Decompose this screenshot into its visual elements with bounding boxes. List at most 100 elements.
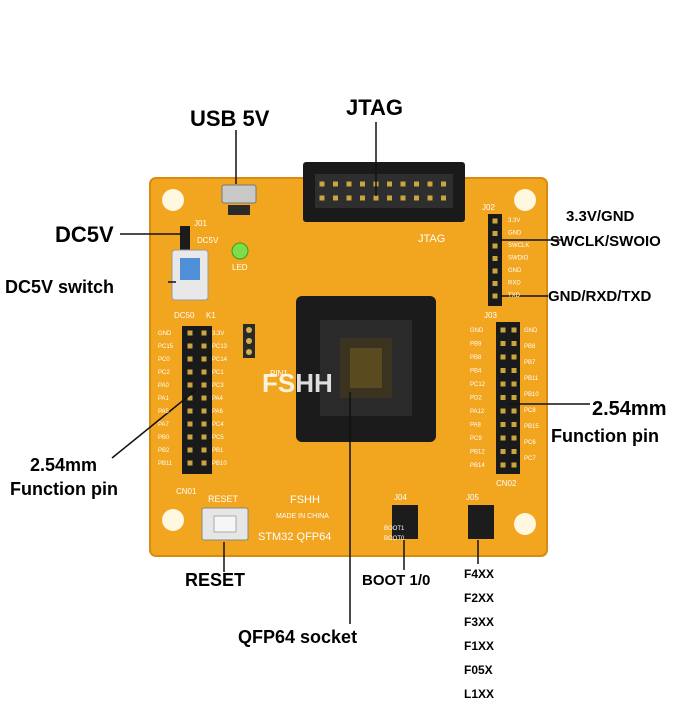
mounting-hole — [162, 509, 184, 531]
silk-pin-label: PA7 — [158, 422, 170, 428]
silk-pin-label: PB7 — [524, 360, 536, 366]
header-pin — [187, 421, 193, 427]
silk-pin-label: PA5 — [158, 409, 170, 415]
header-pin — [319, 195, 325, 201]
header-pin — [511, 408, 517, 414]
header-pin — [500, 327, 506, 333]
silk-boot1: BOOT1 — [384, 526, 405, 532]
header-pin — [427, 195, 433, 201]
header-pin — [511, 354, 517, 360]
silk-pin-label: RXD — [508, 281, 521, 287]
header-pin — [201, 330, 207, 336]
header-pin — [201, 408, 207, 414]
header-pin — [492, 268, 498, 274]
boot-jumper — [392, 505, 418, 539]
header-pin — [441, 195, 446, 201]
silk-pin-label: PB1 — [212, 448, 224, 454]
header-pin — [333, 195, 338, 201]
header-pin — [360, 195, 365, 201]
header-pin — [187, 434, 193, 440]
callout-left-pitch: 2.54mm — [30, 455, 98, 475]
header-pin — [201, 421, 207, 427]
silk-pin-label: GND — [470, 328, 484, 334]
silk-model: STM32 QFP64 — [258, 531, 331, 543]
header-pin — [414, 181, 419, 187]
series-item: F3XX — [464, 615, 495, 629]
silk-pin-label: PB2 — [158, 448, 170, 454]
header-pin — [500, 368, 506, 373]
silk-pin-label: PC2 — [158, 370, 170, 376]
silk-pin-label: PC4 — [212, 422, 224, 428]
silk-made: MADE IN CHINA — [276, 513, 329, 520]
header-pin — [187, 460, 193, 466]
silk-pin-label: PB9 — [470, 342, 482, 348]
header-pin — [492, 281, 498, 286]
header-pin — [500, 422, 506, 427]
header-pin — [201, 460, 207, 466]
header-pin — [387, 195, 392, 201]
header-pin — [511, 381, 517, 387]
callout-dc5v-switch: DC5V switch — [5, 277, 115, 297]
silk-pin-label: PA4 — [212, 396, 224, 402]
silk-cn01: CN01 — [176, 487, 197, 496]
silk-pin-label: PB11 — [158, 461, 173, 467]
silk-pin-label: PA1 — [158, 396, 170, 402]
header-pin — [500, 341, 506, 346]
silk-pin-label: PB11 — [524, 376, 539, 382]
dc5v-jumper — [180, 226, 190, 252]
silk-pin-label: PA8 — [470, 423, 482, 429]
header-pin — [492, 256, 498, 261]
silk-pin-label: PC0 — [158, 357, 170, 363]
header-pin — [187, 369, 193, 375]
silk-pin-label: PA6 — [212, 409, 224, 415]
silk-pin-label: SWCLK — [508, 243, 529, 249]
header-pin — [511, 341, 517, 346]
series-jumper — [468, 505, 494, 539]
header-pin — [511, 449, 517, 454]
callout-power-gnd: 3.3V/GND — [566, 208, 635, 225]
silk-pin-label: PC5 — [212, 435, 224, 441]
series-item: F4XX — [464, 567, 495, 581]
callout-swd: SWCLK/SWOIO — [550, 233, 661, 250]
silk-pin-label: GND — [508, 268, 522, 274]
header-pin — [492, 231, 498, 236]
silk-cn02: CN02 — [496, 479, 517, 488]
silk-pin-label: PD2 — [470, 396, 482, 402]
silk-pin-label: PC3 — [212, 383, 224, 389]
header-pin — [500, 462, 506, 468]
header-pin — [492, 293, 498, 299]
header-pin — [187, 356, 193, 362]
silk-k1: K1 — [206, 311, 216, 320]
silk-jtag: JTAG — [418, 233, 445, 245]
silk-pin-label: 3.3V — [508, 218, 520, 224]
header-pin — [500, 408, 506, 414]
header-pin — [500, 449, 506, 454]
series-item: F05X — [464, 663, 493, 677]
silk-pin-label: PC9 — [470, 436, 482, 442]
silk-pin-label: PC13 — [212, 344, 228, 350]
callout-uart: GND/RXD/TXD — [548, 288, 652, 305]
header-pin — [360, 181, 365, 187]
silk-brand: FSHH — [290, 494, 320, 506]
silk-pin-label: 3.3V — [212, 331, 224, 337]
silk-j02: J02 — [482, 203, 495, 212]
series-item: F2XX — [464, 591, 495, 605]
mounting-hole — [514, 189, 536, 211]
silk-pin-label: PC8 — [524, 408, 536, 414]
silk-j03: J03 — [484, 311, 497, 320]
header-pin — [400, 195, 406, 201]
header-pin — [427, 181, 433, 187]
header-pin — [201, 447, 207, 453]
header-pin — [511, 462, 517, 468]
header-pin — [346, 195, 352, 201]
silk-pin-label: PB8 — [470, 355, 482, 361]
silk-pin-label: GND — [158, 331, 172, 337]
header-pin — [201, 382, 207, 388]
silk-pin-label: PB10 — [212, 461, 227, 467]
header-pin — [500, 395, 506, 400]
silk-pin-label: PC14 — [212, 357, 228, 363]
silk-j05: J05 — [466, 493, 479, 502]
silk-pin-label: SWDIO — [508, 256, 529, 262]
callout-right-function: Function pin — [551, 426, 659, 446]
